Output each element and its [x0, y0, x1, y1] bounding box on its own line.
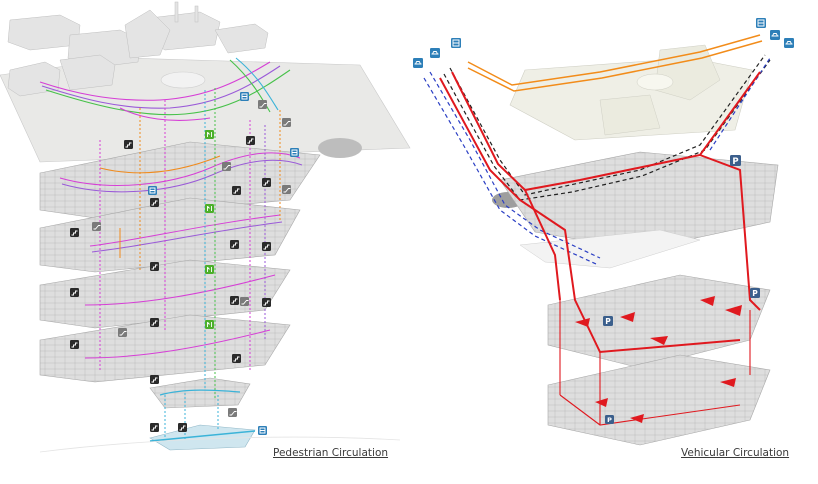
parking-label: P [732, 157, 738, 167]
bus-icon [290, 148, 299, 157]
stairs-icon [262, 242, 271, 251]
ped-icons [70, 92, 299, 435]
veh-terrain-layer [492, 44, 753, 208]
stairs-icon [232, 186, 241, 195]
veh-slab-2 [519, 229, 701, 269]
ped-vertical-connectors [99, 88, 281, 440]
elevator-icon [205, 204, 214, 213]
stairs-icon [230, 240, 239, 249]
stairs-icon [70, 340, 79, 349]
parking-label: P [605, 317, 611, 326]
escalator-icon [228, 408, 237, 417]
ped-slab-2 [39, 197, 301, 273]
veh-icons: P P P P [413, 18, 794, 424]
stairs-icon [246, 136, 255, 145]
escalator-icon [222, 162, 231, 171]
escalator-icon [282, 185, 291, 194]
stairs-icon [150, 375, 159, 384]
stairs-icon [232, 354, 241, 363]
parking-icon: P [605, 415, 614, 424]
bus-icon [258, 426, 267, 435]
elevator-icon [205, 320, 214, 329]
pedestrian-diagram [0, 1, 411, 453]
stairs-icon [150, 262, 159, 271]
escalator-icon [258, 100, 267, 109]
escalator-icon [118, 328, 127, 337]
bus-icon [148, 186, 157, 195]
stairs-icon [124, 140, 133, 149]
stairs-icon [150, 198, 159, 207]
escalator-icon [240, 297, 249, 306]
caption-vehicular: Vehicular Circulation [681, 447, 790, 459]
stairs-icon [262, 178, 271, 187]
car-icon [413, 58, 423, 68]
parking-label: P [607, 416, 612, 424]
escalator-icon [282, 118, 291, 127]
elevator-icon [205, 130, 214, 139]
veh-parking-arrows [575, 296, 742, 423]
ped-roundabout [160, 71, 206, 89]
stairs-icon [230, 296, 239, 305]
stairs-icon [150, 318, 159, 327]
ped-plaza-shadow [318, 138, 362, 158]
stairs-icon [178, 423, 187, 432]
parking-icon: P [750, 288, 760, 298]
ped-buildings [7, 1, 269, 97]
stairs-icon [262, 298, 271, 307]
escalator-icon [92, 222, 101, 231]
caption-pedestrian: Pedestrian Circulation [273, 447, 389, 459]
bus-icon [451, 38, 461, 48]
ped-slab-5 [149, 377, 251, 409]
elevator-icon [205, 265, 214, 274]
parking-icon: P [603, 316, 613, 326]
car-icon [770, 30, 780, 40]
veh-slab-1 [499, 151, 779, 251]
stairs-icon [150, 423, 159, 432]
parking-icon: P [730, 155, 741, 167]
bus-icon [240, 92, 249, 101]
parking-label: P [752, 289, 758, 298]
veh-slab-4 [547, 354, 771, 446]
vehicular-diagram: P P P P [413, 18, 794, 446]
car-icon [430, 48, 440, 58]
stairs-icon [70, 228, 79, 237]
ped-slab-6 [39, 424, 401, 453]
bus-icon [756, 18, 766, 28]
car-icon [784, 38, 794, 48]
ped-slab-4 [39, 314, 291, 383]
stairs-icon [70, 288, 79, 297]
